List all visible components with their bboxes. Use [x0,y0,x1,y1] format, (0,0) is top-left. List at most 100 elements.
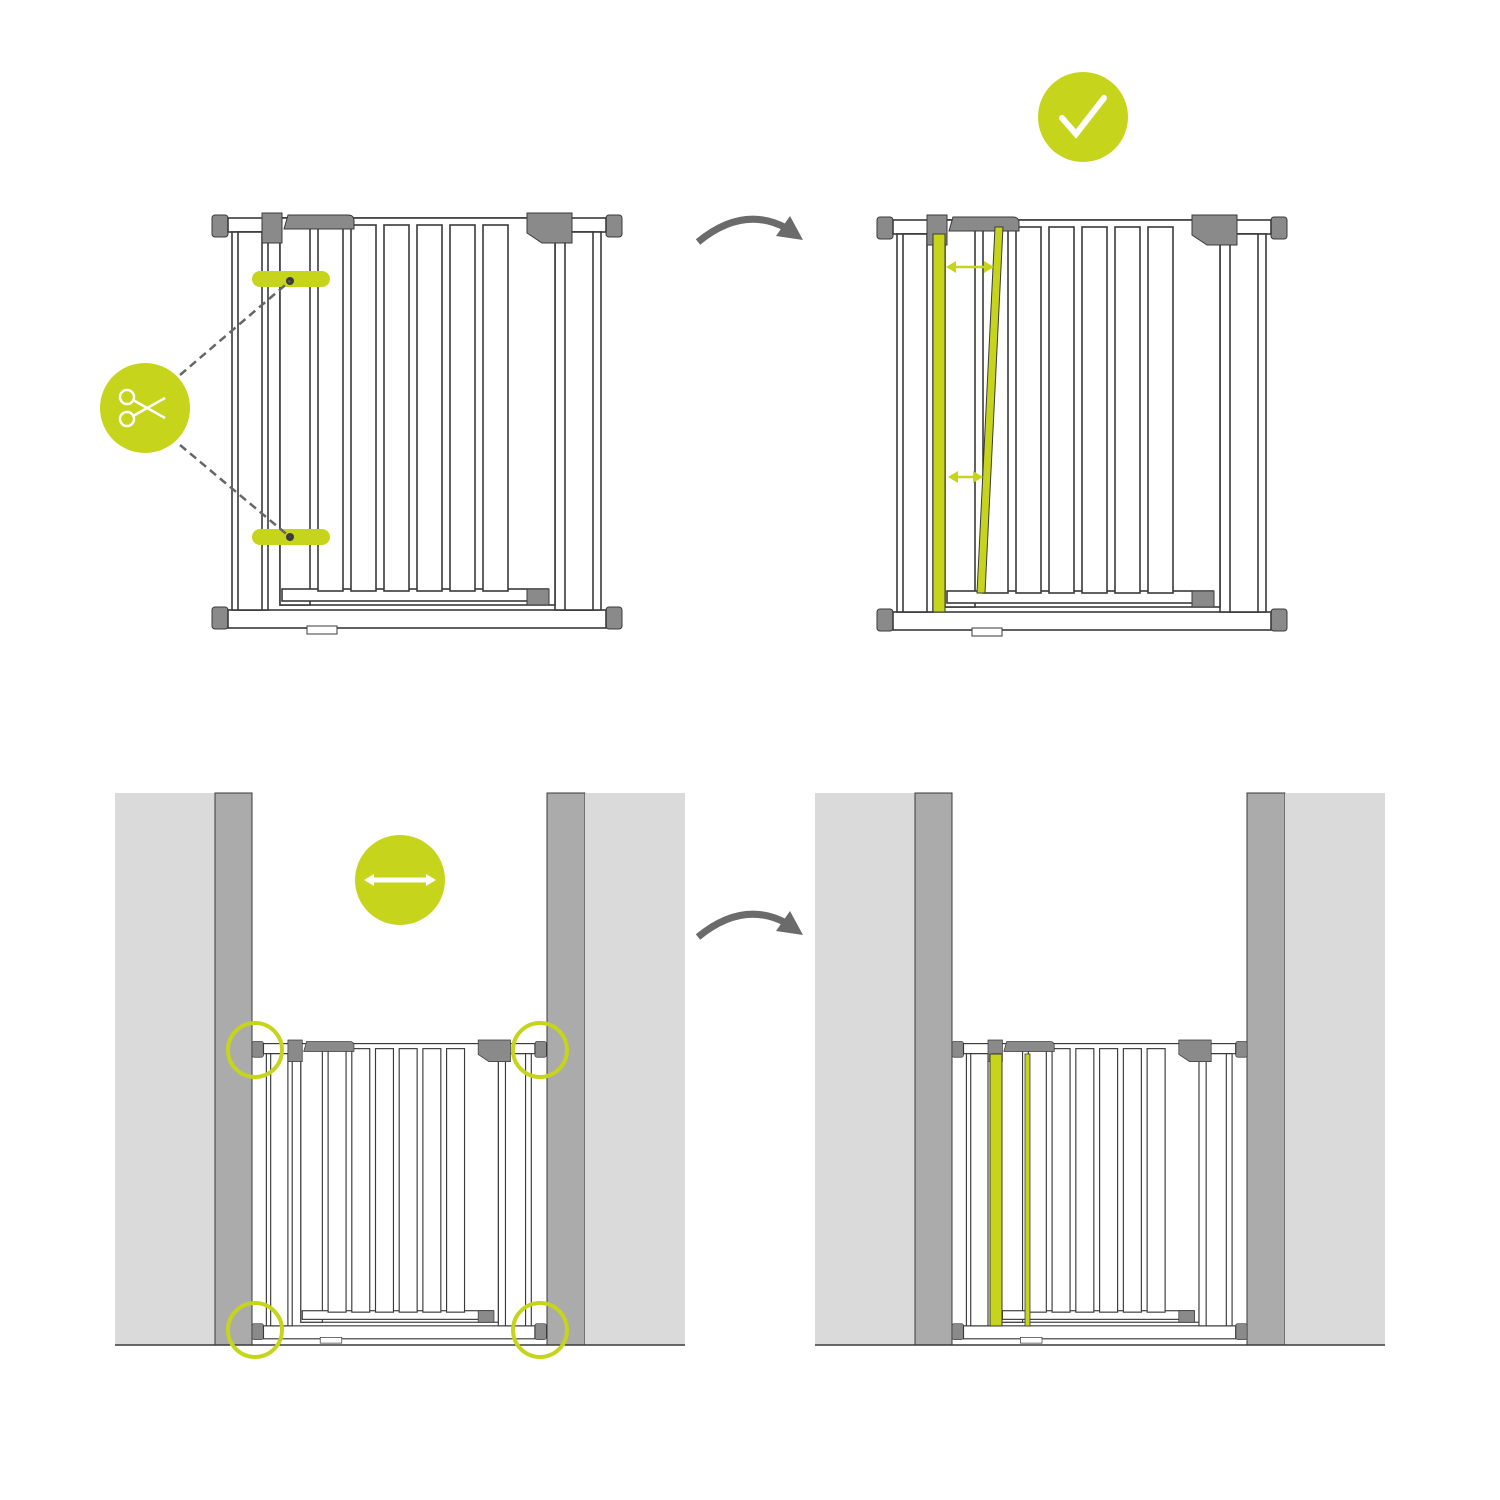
arrowhead [946,261,956,273]
gate-step-4 [951,1039,1248,1344]
arrow-curve [695,910,788,940]
extension-bar-installed [1024,1053,1031,1327]
door-stile [1000,1043,1024,1323]
pressure-adjuster [876,608,894,632]
pressure-adjuster [251,1323,264,1340]
gate-bar [1015,226,1042,594]
door-frame-right [546,792,586,1346]
pressure-adjuster [211,606,229,630]
right-frame-inner [504,1053,527,1327]
gate-step-1 [211,212,623,635]
door-handle [1003,1041,1055,1052]
door-frame-left [914,792,953,1346]
adjuster-highlight-circle [226,1301,284,1359]
floor-foot [971,627,1003,637]
pressure-adjuster [951,1323,964,1340]
floor-foot [319,1336,343,1344]
extension-piece-installed [989,1053,1003,1327]
hinge-bracket [261,212,283,244]
pressure-adjuster [1270,216,1288,240]
bottom-rail [227,609,607,629]
floor-foot [306,625,338,635]
extension-bar-slanted [976,226,1004,594]
arrowhead [364,874,374,886]
latch-lock [1178,1039,1212,1062]
gate-bar [351,1048,371,1313]
gate-bar [1099,1048,1119,1313]
bottom-latch [477,1310,495,1323]
wall-left [815,793,915,1345]
pressure-adjuster [951,1041,964,1058]
checkmark-icon-badge [1038,72,1128,162]
gate-bar [1027,1048,1047,1313]
wall-right [1285,793,1385,1345]
left-frame-inner [902,233,928,613]
arrowhead [984,261,994,273]
left-frame-inner [970,1053,989,1327]
gate-bar [1122,1048,1142,1313]
pressure-adjuster [534,1041,547,1058]
gate-bar [1146,1048,1166,1313]
door-frame-right [1246,792,1286,1346]
arrowhead [948,471,958,483]
doorway-step-3 [115,792,685,1346]
arrowhead [776,911,803,935]
gate-bar [327,1048,347,1313]
latch-lock [477,1039,511,1062]
gate-step-3 [251,1039,547,1344]
gate-bar [416,224,443,592]
gap-arrow-bottom [948,471,983,483]
adjuster-highlight-circle [511,1021,569,1079]
left-frame-inner [270,1053,289,1327]
gate-step-2 [876,214,1288,637]
door-handle [948,216,1020,232]
gate-bar [1051,1048,1071,1313]
gate-bar [1147,226,1174,594]
right-frame-inner [1229,233,1259,613]
pressure-adjuster [876,216,894,240]
floor-foot [1020,1336,1043,1344]
pressure-adjuster [251,1041,264,1058]
checkmark-icon [1059,95,1107,139]
gate-bar [482,224,509,592]
pressure-adjuster [1270,608,1288,632]
pressure-adjuster [211,214,229,238]
gate-bar [350,224,377,592]
arrowhead [776,216,803,240]
bottom-rail [892,611,1272,631]
gate-bar [446,1048,466,1313]
pressure-adjuster [1235,1041,1248,1058]
door-stile [300,1043,323,1323]
gate-bar [422,1048,442,1313]
arrowhead [426,874,436,886]
scissors-blade [132,396,166,420]
scissors-handle [118,388,136,406]
latch-lock [1191,214,1238,246]
wall-left [115,793,215,1345]
hinge-bracket [287,1039,303,1062]
gate-bar [398,1048,418,1313]
doorway-step-4 [815,792,1385,1346]
right-frame-inner [1205,1053,1227,1327]
pressure-adjuster [605,214,623,238]
bottom-rail [262,1325,536,1340]
dashed-leader-line [179,280,291,538]
bottom-latch [1191,590,1215,608]
gate-bar [1075,1048,1095,1313]
gate-bar [449,224,476,592]
door-handle [283,214,355,230]
adjuster-highlight-circle [226,1021,284,1079]
right-frame-inner [564,231,594,611]
scissors-icon [118,388,166,428]
gate-bar [374,1048,395,1313]
arrow-curve [695,215,788,245]
bottom-latch [1178,1310,1195,1323]
latch-lock [526,212,573,244]
gate-bar [1048,226,1075,594]
gate-bar [1081,226,1108,594]
pressure-adjuster [534,1323,547,1340]
scissors-handle [118,410,136,428]
curved-arrow-icon [695,215,803,245]
pressure-adjuster [605,606,623,630]
